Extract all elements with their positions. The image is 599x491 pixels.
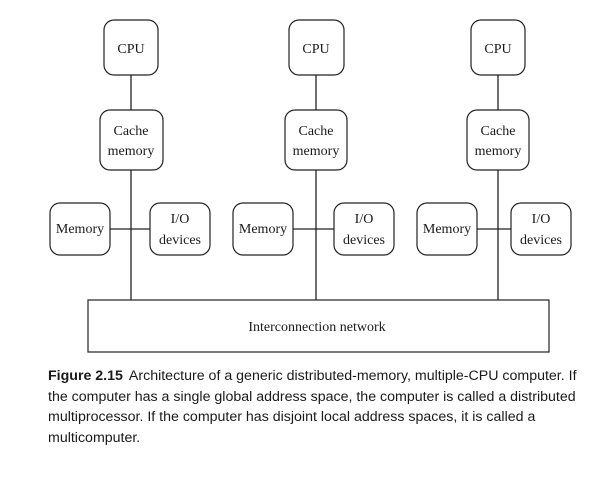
figure-number: Figure 2.15 — [48, 368, 123, 384]
interconnection-network-box — [87, 299, 550, 353]
io-devices-box — [510, 202, 572, 256]
memory-label: Memory — [56, 222, 104, 237]
cache-label-line-1: Cache — [299, 124, 334, 139]
io-label-line-2: devices — [520, 233, 562, 248]
processor-node-2: CPU Cache memory Memory I/O devices — [232, 19, 395, 300]
io-label-line-2: devices — [343, 233, 385, 248]
memory-box — [49, 202, 111, 256]
cache-memory-box — [466, 109, 530, 171]
cache-label-line-1: Cache — [114, 124, 149, 139]
architecture-diagram: CPU Cache memory Memory I/O devices CPU … — [49, 19, 572, 353]
io-label-line-2: devices — [159, 233, 201, 248]
cache-label-line-1: Cache — [481, 124, 516, 139]
memory-box — [232, 202, 294, 256]
io-label-line-1: I/O — [532, 212, 551, 227]
cpu-box — [470, 19, 526, 76]
caption-text: Architecture of a generic distributed-me… — [48, 368, 577, 446]
processor-node-1: CPU Cache memory Memory I/O devices — [49, 19, 211, 300]
io-label-line-1: I/O — [355, 212, 374, 227]
memory-box — [416, 202, 478, 256]
io-devices-box — [149, 202, 211, 256]
cpu-label: CPU — [117, 42, 144, 57]
io-label-line-1: I/O — [171, 212, 190, 227]
memory-label: Memory — [239, 222, 287, 237]
cache-memory-box — [99, 109, 164, 171]
cache-memory-box — [284, 109, 348, 171]
io-devices-box — [333, 202, 395, 256]
cpu-label: CPU — [484, 42, 511, 57]
cache-label-line-2: memory — [475, 144, 522, 159]
cpu-label: CPU — [302, 42, 329, 57]
cache-label-line-2: memory — [293, 144, 340, 159]
cache-label-line-2: memory — [108, 144, 155, 159]
cpu-box — [103, 19, 159, 76]
cpu-box — [288, 19, 345, 76]
processor-node-3: CPU Cache memory Memory I/O devices — [416, 19, 572, 300]
memory-label: Memory — [423, 222, 471, 237]
interconnection-network-label: Interconnection network — [248, 320, 385, 335]
